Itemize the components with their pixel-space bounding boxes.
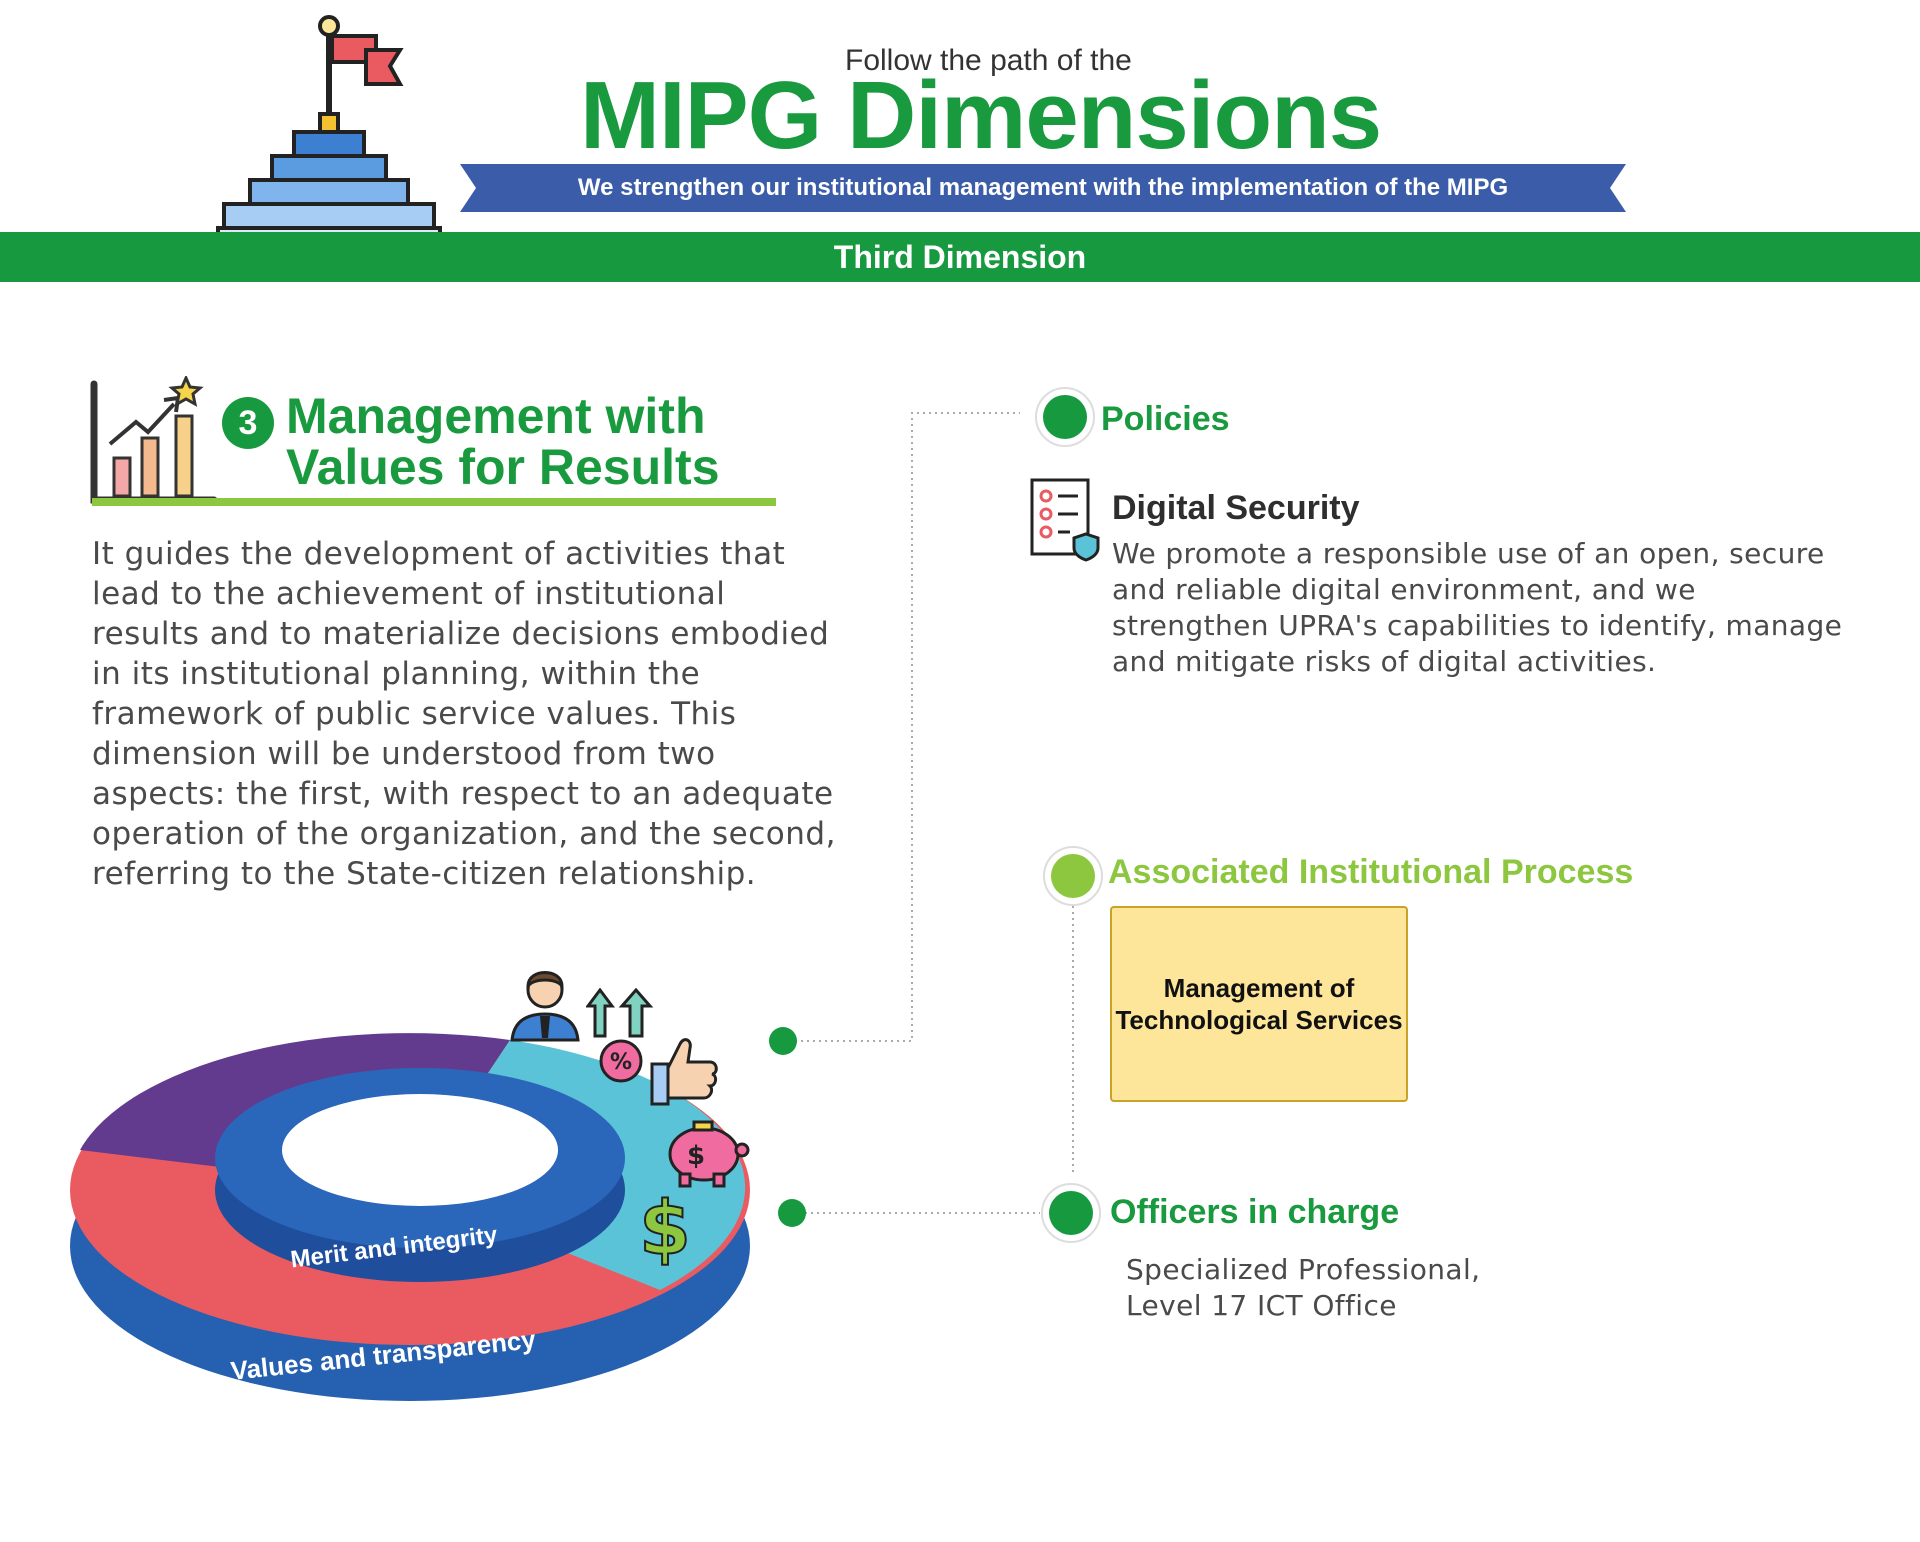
checklist-shield-icon (1030, 478, 1100, 562)
percent-icon: % (599, 1039, 643, 1083)
thumbs-up-icon (650, 1038, 718, 1106)
ribbon-banner (460, 164, 1626, 212)
process-box-text: Management of Technological Services (1115, 973, 1403, 1035)
dimension-label: Third Dimension (833, 239, 1087, 275)
ribbon-text: We strengthen our institutional manageme… (577, 174, 1509, 201)
process-box: Management of Technological Services (1110, 906, 1408, 1102)
process-bullet (1043, 846, 1103, 906)
growth-chart-icon (90, 376, 218, 504)
section-description: It guides the development of activities … (92, 536, 836, 892)
svg-text:$: $ (687, 1141, 705, 1171)
arrows-up-icon (586, 988, 654, 1038)
svg-text:$: $ (640, 1186, 690, 1266)
officers-heading: Officers in charge (1110, 1193, 1400, 1231)
section-title-line1: Management with (286, 388, 706, 444)
podium-flag-icon (216, 15, 442, 240)
officers-text: Specialized Professional, Level 17 ICT O… (1126, 1253, 1481, 1322)
dimension-band (0, 232, 1920, 282)
values-ring-diagram (70, 1033, 750, 1401)
dollar-icon: $ (640, 1186, 690, 1266)
piggy-bank-icon: $ (668, 1120, 750, 1188)
svg-text:%: % (610, 1050, 632, 1075)
page-title: MIPG Dimensions (580, 62, 1382, 169)
digital-security-title: Digital Security (1112, 489, 1360, 527)
process-heading: Associated Institutional Process (1108, 853, 1634, 891)
policies-heading: Policies (1101, 400, 1230, 438)
pre-title: Follow the path of the (845, 44, 1132, 77)
officers-bullet (1041, 1183, 1101, 1243)
businessman-icon (510, 971, 580, 1042)
section-title-line2: Values for Results (286, 439, 720, 495)
section-underline (92, 498, 776, 506)
policies-bullet (1035, 387, 1095, 447)
digital-security-text: We promote a responsible use of an open,… (1112, 537, 1843, 678)
section-number: 3 (222, 397, 274, 449)
